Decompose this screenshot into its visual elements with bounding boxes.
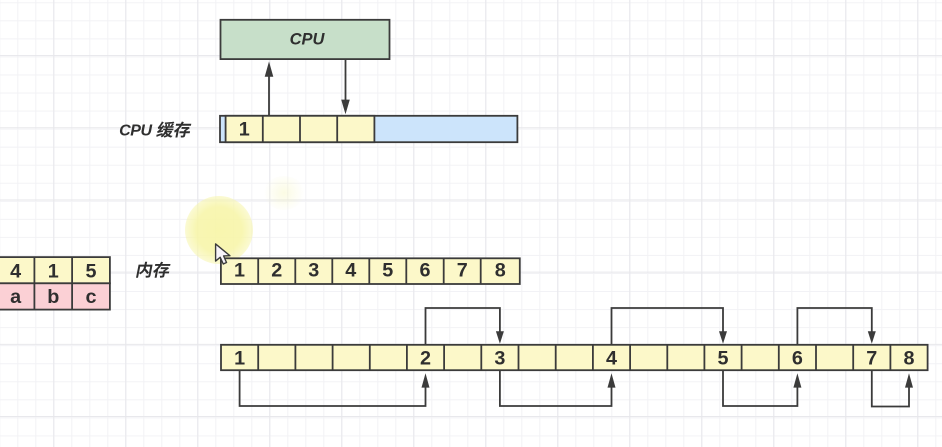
svg-text:4: 4: [10, 261, 21, 283]
svg-text:a: a: [10, 286, 22, 308]
svg-text:1: 1: [48, 261, 59, 283]
svg-text:3: 3: [494, 348, 505, 370]
svg-text:3: 3: [308, 260, 319, 282]
svg-text:7: 7: [457, 260, 468, 282]
svg-text:5: 5: [85, 261, 96, 283]
svg-text:1: 1: [239, 119, 250, 141]
svg-text:6: 6: [792, 348, 803, 370]
svg-text:CPU: CPU: [290, 31, 326, 49]
svg-text:CPU: CPU: [119, 123, 152, 140]
svg-text:4: 4: [606, 348, 617, 370]
svg-text:c: c: [85, 286, 96, 308]
svg-text:b: b: [47, 286, 59, 308]
svg-text:2: 2: [420, 348, 431, 370]
svg-text:1: 1: [234, 348, 245, 370]
svg-text:6: 6: [419, 260, 430, 282]
svg-text:1: 1: [234, 260, 245, 282]
svg-text:7: 7: [866, 348, 877, 370]
svg-text:2: 2: [271, 260, 282, 282]
svg-text:4: 4: [345, 260, 356, 282]
svg-text:5: 5: [717, 348, 728, 370]
svg-text:8: 8: [495, 260, 506, 282]
svg-text:5: 5: [382, 260, 393, 282]
svg-text:8: 8: [903, 348, 914, 370]
